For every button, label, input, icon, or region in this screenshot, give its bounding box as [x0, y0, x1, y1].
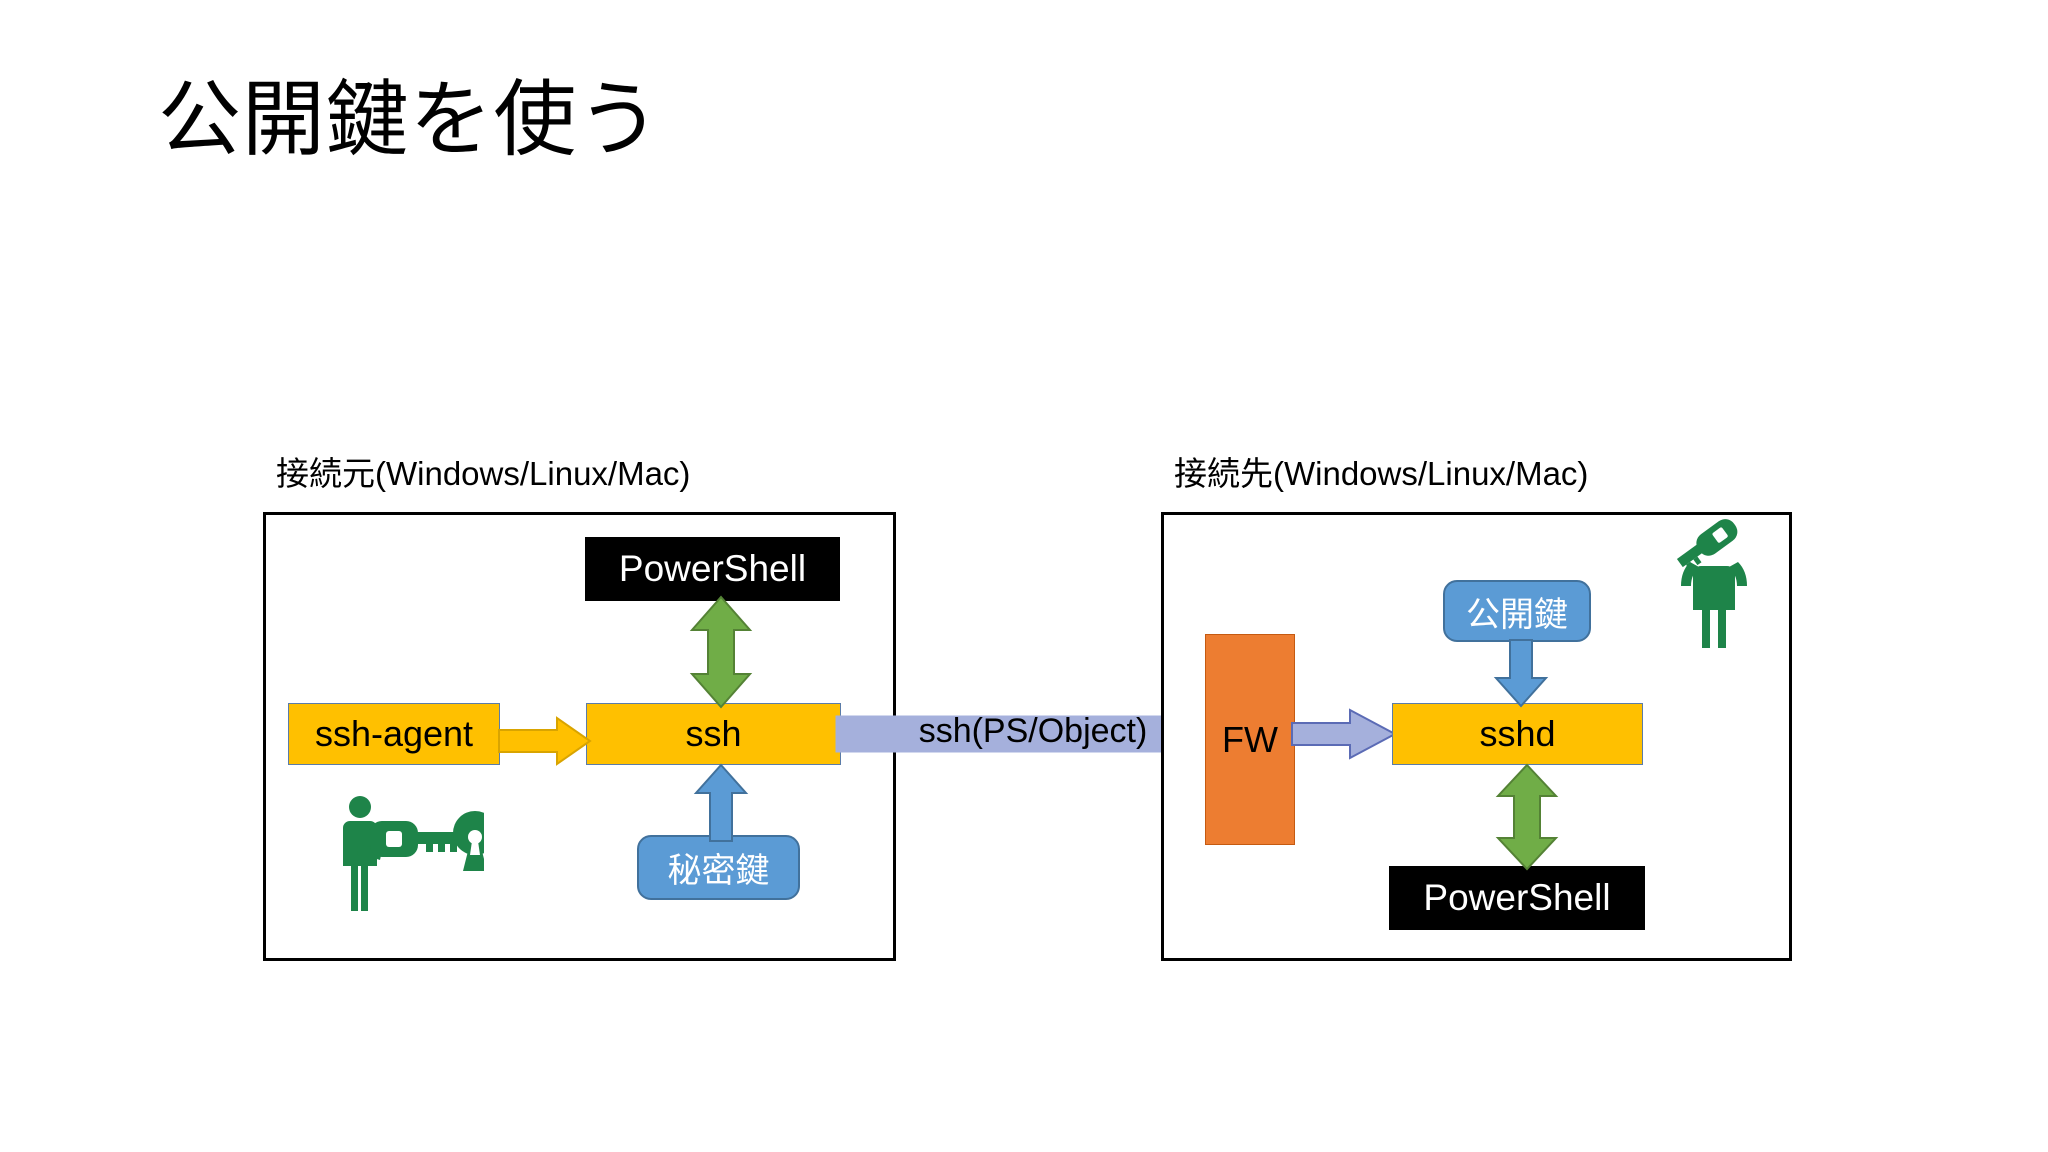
node-powershell-source[interactable]: PowerShell: [585, 537, 840, 601]
source-host-caption: 接続元(Windows/Linux/Mac): [276, 455, 691, 492]
node-private-key[interactable]: 秘密鍵: [637, 835, 800, 900]
arrow-firewall-to-sshd-icon: [1291, 708, 1398, 760]
person-handing-key-to-keyhole-icon: [334, 793, 497, 923]
arrow-ssh-powershell-bidirectional-icon: [689, 595, 753, 709]
arrow-private-key-to-ssh-icon: [693, 763, 749, 842]
arrow-public-key-to-sshd-icon: [1493, 639, 1549, 708]
node-ssh-agent[interactable]: ssh-agent: [288, 703, 500, 765]
node-firewall[interactable]: FW: [1205, 634, 1295, 845]
arrow-ssh-to-firewall-icon: [835, 709, 1209, 759]
node-public-key[interactable]: 公開鍵: [1443, 580, 1591, 642]
arrow-ssh-agent-to-ssh-icon: [498, 716, 592, 766]
node-powershell-destination[interactable]: PowerShell: [1389, 866, 1645, 930]
destination-host-caption: 接続先(Windows/Linux/Mac): [1174, 455, 1589, 492]
person-raising-key-icon: [1668, 518, 1760, 653]
node-ssh[interactable]: ssh: [586, 703, 841, 765]
page-title: 公開鍵を使う: [158, 73, 661, 166]
node-sshd[interactable]: sshd: [1392, 703, 1643, 765]
arrow-sshd-powershell-bidirectional-icon: [1495, 763, 1559, 871]
